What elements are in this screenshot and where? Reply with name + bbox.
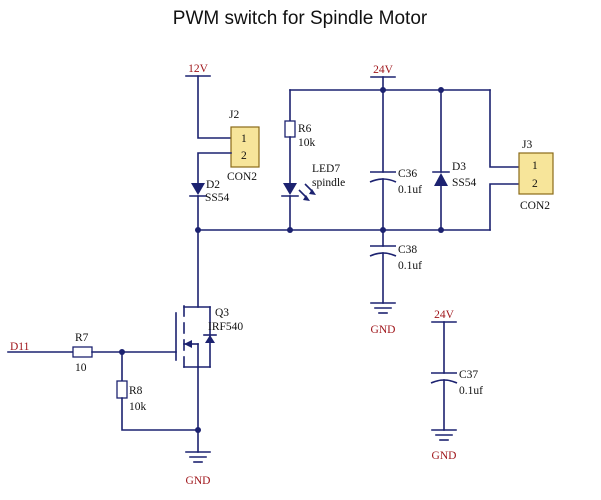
net-12v: 12V [185,63,211,77]
wire-node-to-j3 [489,183,520,231]
j3-value: CON2 [520,200,550,212]
led7-ref: LED7 [312,163,340,175]
r7-ref: R7 [75,332,89,344]
j2-pin1: 1 [241,133,247,145]
net-label-gnd-c38: GND [371,324,396,336]
d2-ref: D2 [206,179,220,191]
net-24v-c37: 24V [431,309,457,323]
capacitor-c36: C36 0.1uf [369,168,422,196]
junction-source [195,427,201,433]
wire-r8-to-source [121,397,199,431]
diode-d2: D2 SS54 [189,179,230,204]
j2-ref: J2 [229,109,239,121]
r7-value: 10 [75,362,87,374]
wire-j2-to-d2 [197,152,232,184]
d2-value: SS54 [205,192,230,204]
c38-ref: C38 [398,244,417,256]
d3-value: SS54 [452,177,477,189]
j2-value: CON2 [227,171,257,183]
mosfet-q3: Q3 IRF540 [121,305,243,368]
net-label-gnd-q3: GND [186,475,211,487]
diagram-title: PWM switch for Spindle Motor [173,8,428,29]
junction-drain-441 [438,227,444,233]
r8-value: 10k [129,401,147,413]
d3-ref: D3 [452,161,466,173]
connector-j2: J2 1 2 CON2 [227,109,260,183]
resistor-r6: R6 10k [284,120,316,149]
diode-d3: D3 SS54 [432,161,477,189]
led-led7: LED7 spindle [281,163,345,201]
ground-q3: GND [185,451,211,487]
c38-value: 0.1uf [398,260,422,272]
c37-ref: C37 [459,369,478,381]
j3-ref: J3 [522,139,532,151]
r6-ref: R6 [298,123,312,135]
c36-ref: C36 [398,168,417,180]
wire-rail-to-j3 [489,89,520,168]
c36-value: 0.1uf [398,184,422,196]
net-label-24v-c37: 24V [434,309,455,321]
c37-value: 0.1uf [459,385,483,397]
net-label-gnd-c37: GND [432,450,457,462]
net-label-12v: 12V [188,63,209,75]
capacitor-c38: C38 0.1uf [369,244,422,272]
capacitor-c37: C37 0.1uf [430,369,483,397]
connector-j3: J3 1 2 CON2 [518,139,554,212]
resistor-r7: R7 10 [72,332,93,374]
q3-value: IRF540 [208,321,243,333]
q3-ref: Q3 [215,307,229,319]
ground-c37: GND [431,429,457,462]
j2-pin2: 2 [241,150,247,162]
j3-pin2: 2 [532,178,538,190]
net-label-d11: D11 [10,341,30,353]
j3-pin1: 1 [532,160,538,172]
r8-ref: R8 [129,385,143,397]
ground-c38: GND [370,302,396,336]
net-24v-top: 24V [370,64,396,78]
resistor-r8: R8 10k [116,380,147,413]
junction-drain-290 [287,227,293,233]
net-label-24v-top: 24V [373,64,394,76]
led7-value: spindle [312,177,345,189]
wire-12v-to-j2 [197,75,232,139]
r6-value: 10k [298,137,316,149]
